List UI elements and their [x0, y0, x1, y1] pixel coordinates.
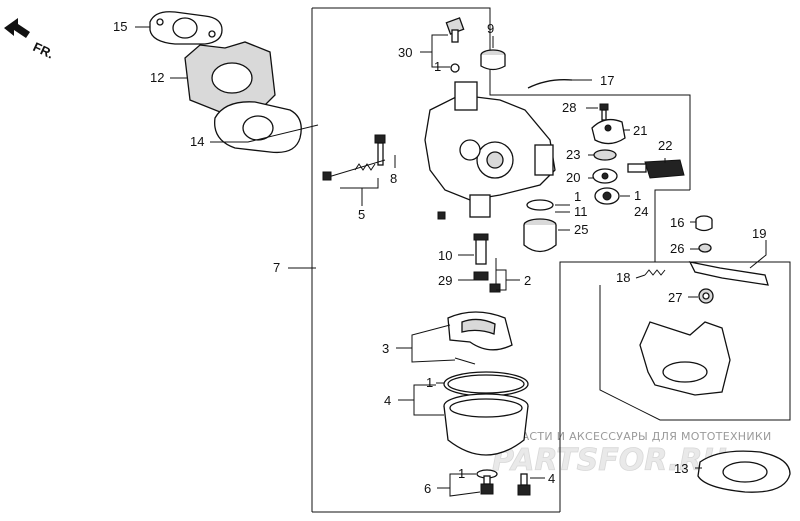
part-4-drain-screw — [517, 473, 531, 496]
callout-10: 10 — [438, 248, 452, 263]
callout-1-a: 1 — [434, 59, 441, 74]
part-19-link-arm — [688, 261, 769, 286]
callout-17: 17 — [600, 73, 614, 88]
callout-24: 24 — [634, 204, 648, 219]
part-18-spring — [644, 269, 666, 276]
watermark-logo: PARTSFOR.RU — [492, 443, 727, 478]
part-23-diaphragm — [593, 149, 617, 161]
callout-20: 20 — [566, 170, 580, 185]
callout-2: 2 — [524, 273, 531, 288]
part-13-gasket — [697, 450, 791, 493]
callout-9: 9 — [487, 21, 494, 36]
callout-1-b: 1 — [634, 188, 641, 203]
part-22-solenoid — [627, 159, 685, 179]
small-screw — [437, 211, 446, 220]
part-4-float-chamber — [443, 393, 529, 456]
callout-leader-lines — [135, 26, 767, 497]
callout-21: 21 — [633, 123, 647, 138]
callout-12: 12 — [150, 70, 164, 85]
callout-16: 16 — [670, 215, 684, 230]
callout-1-c: 1 — [574, 189, 581, 204]
callout-29: 29 — [438, 273, 452, 288]
callout-13: 13 — [674, 461, 688, 476]
part-2-needle-set — [489, 258, 501, 293]
bracket-plate — [639, 321, 731, 396]
part-1-washer-a — [450, 63, 460, 73]
callout-23: 23 — [566, 147, 580, 162]
callout-14: 14 — [190, 134, 204, 149]
part-27-nut — [698, 288, 714, 304]
front-direction-label: FR. — [31, 39, 56, 61]
callout-22: 22 — [658, 138, 672, 153]
callout-18: 18 — [616, 270, 630, 285]
callout-15: 15 — [113, 19, 127, 34]
part-29-main-jet — [473, 271, 489, 281]
part-30-choke-arm-screw — [445, 17, 465, 43]
part-6-bowl-bolt — [480, 475, 494, 495]
callout-3: 3 — [382, 341, 389, 356]
callout-4-b: 4 — [548, 471, 555, 486]
callout-1-d: 1 — [426, 375, 433, 390]
part-26-nut — [698, 243, 712, 253]
part-12-carburetor-insulator — [184, 41, 276, 113]
part-7-carburetor-body — [424, 81, 556, 218]
part-8-pilot-screw — [374, 134, 386, 166]
callout-4-a: 4 — [384, 393, 391, 408]
part-16-cap — [695, 215, 713, 232]
callout-6: 6 — [424, 481, 431, 496]
callout-7: 7 — [273, 260, 280, 275]
part-24-gasket — [594, 187, 620, 205]
part-14-carburetor-gasket — [214, 101, 302, 154]
part-28-screw — [599, 103, 609, 121]
callout-28: 28 — [562, 100, 576, 115]
callout-8: 8 — [390, 171, 397, 186]
part-11-o-ring — [526, 199, 554, 211]
part-21-cover — [591, 118, 626, 145]
part-3-float — [447, 311, 513, 365]
part-15-insulator-gasket — [149, 11, 223, 45]
callout-19: 19 — [752, 226, 766, 241]
callout-26: 26 — [670, 241, 684, 256]
part-10-main-jet-holder — [473, 233, 489, 265]
part-1-bowl-gasket — [443, 371, 529, 397]
callout-30: 30 — [398, 45, 412, 60]
assembly-frame-lines — [311, 7, 791, 513]
part-25-float-chamber-plug — [523, 218, 557, 253]
part-5-throttle-stop-screw-set — [322, 159, 386, 181]
callout-25: 25 — [574, 222, 588, 237]
watermark-caption: ЗАПЧАСТИ И АКСЕССУАРЫ ДЛЯ МОТОТЕХНИКИ — [490, 430, 772, 443]
callout-11: 11 — [574, 204, 588, 219]
part-20-valve-body — [592, 168, 618, 184]
callout-27: 27 — [668, 290, 682, 305]
callout-5: 5 — [358, 207, 365, 222]
part-17-link-rod — [527, 79, 573, 89]
callout-1-e: 1 — [458, 466, 465, 481]
front-direction-arrow-icon — [4, 18, 30, 38]
part-9-cap — [480, 49, 506, 71]
